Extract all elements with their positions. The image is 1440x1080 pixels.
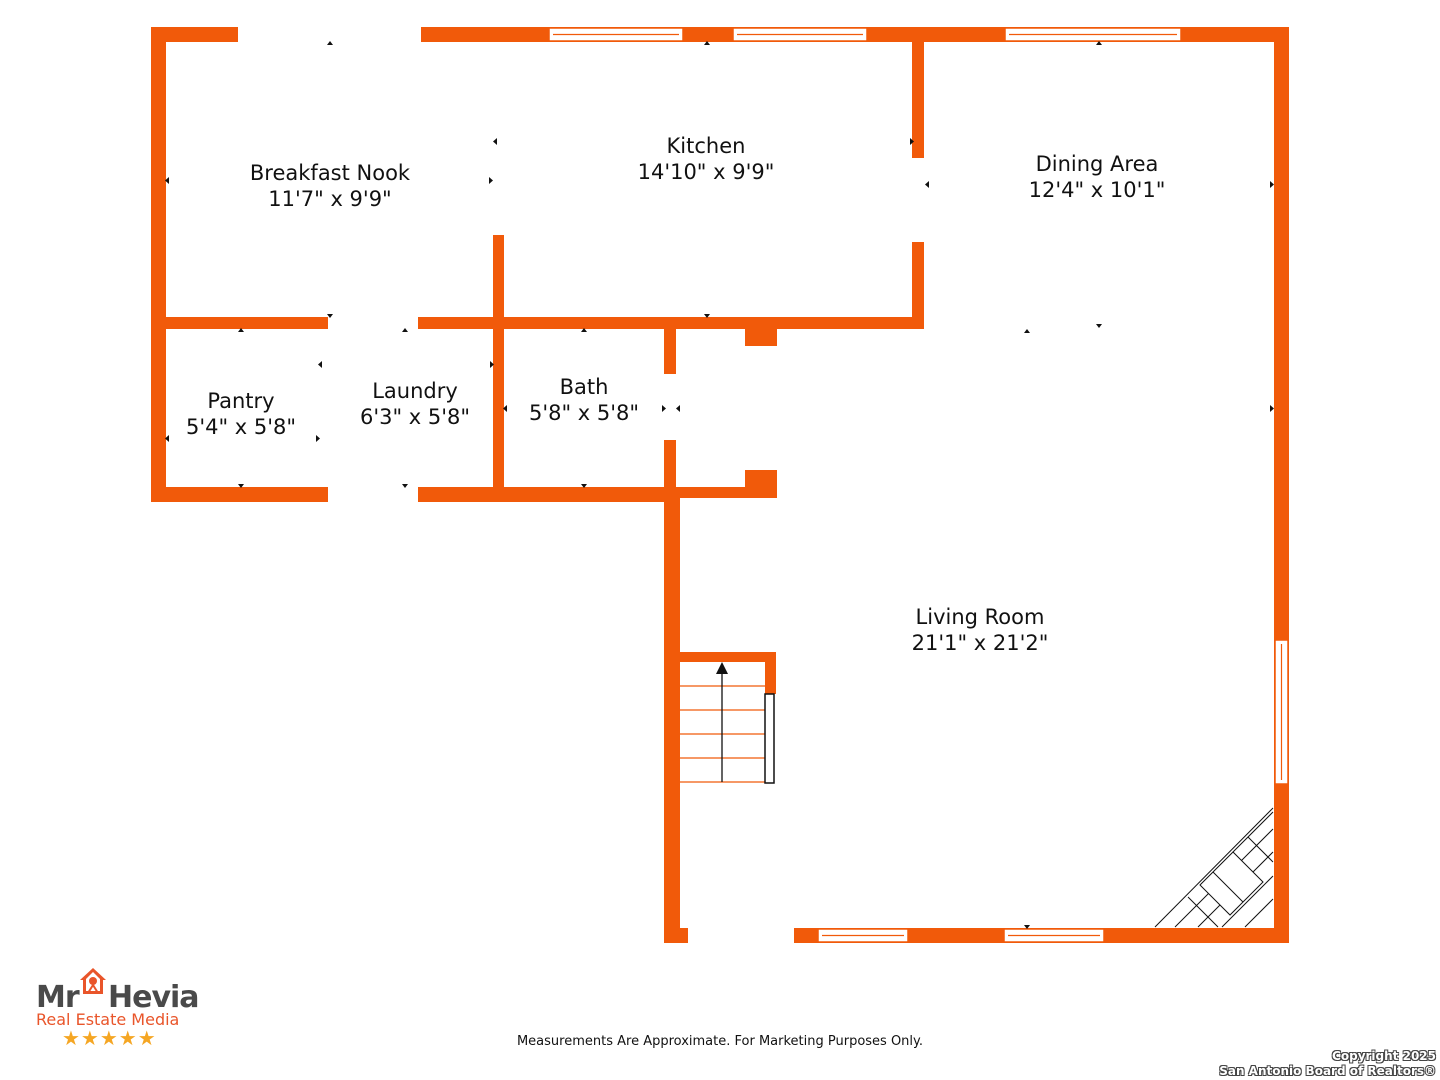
room-dims-pantry: 5'4" x 5'8": [186, 415, 296, 439]
logo-subtitle: Real Estate Media: [36, 1010, 180, 1029]
room-dims-kitchen: 14'10" x 9'9": [638, 160, 775, 184]
room-name-laundry: Laundry: [372, 379, 458, 403]
wall-nook-kitchen: [493, 235, 504, 329]
room-name-living-room: Living Room: [916, 605, 1045, 629]
wall-stair-top: [664, 652, 776, 662]
window-kitchen-1: [548, 27, 684, 42]
door-bath: [663, 374, 677, 440]
room-name-bath: Bath: [560, 375, 609, 399]
door-front: [688, 927, 794, 944]
window-living-bottom-1: [817, 928, 909, 943]
door-top-left: [238, 26, 421, 43]
disclaimer: Measurements Are Approximate. For Market…: [516, 1034, 924, 1049]
windows: [548, 27, 1289, 943]
company-logo: Mr Hevia Real Estate Media ★★★★★: [36, 966, 206, 1050]
room-name-kitchen: Kitchen: [667, 134, 746, 158]
room-name-breakfast-nook: Breakfast Nook: [250, 161, 411, 185]
room-dims-dining-area: 12'4" x 10'1": [1029, 178, 1166, 202]
copyright-line-2: San Antonio Board of Realtors®: [1219, 1064, 1436, 1078]
copyright-notice: Copyright 2025 San Antonio Board of Real…: [1219, 1049, 1436, 1079]
door-kitchen-dining: [911, 158, 925, 242]
logo-text-hevia: Hevia: [108, 980, 200, 1015]
wall-stair-right: [765, 652, 776, 694]
window-living-bottom-2: [1003, 928, 1105, 943]
wall-left: [151, 27, 166, 502]
window-living-right: [1274, 639, 1289, 785]
pillar-upper: [745, 317, 777, 346]
room-labels: Breakfast Nook 11'7" x 9'9" Kitchen 14'1…: [186, 134, 1165, 655]
wall-bath-bottom-ext: [664, 487, 776, 498]
logo-stars: ★★★★★: [62, 1026, 157, 1050]
corner-fireplace: [1154, 807, 1274, 928]
door-laundry-top: [328, 316, 418, 330]
stair-rail: [764, 693, 775, 784]
room-dims-bath: 5'8" x 5'8": [529, 401, 639, 425]
door-openings: [238, 26, 925, 944]
room-dims-laundry: 6'3" x 5'8": [360, 405, 470, 429]
staircase: [680, 662, 775, 784]
window-kitchen-2: [732, 27, 868, 42]
stair-arrow-head: [716, 662, 728, 674]
wall-right: [1274, 27, 1289, 943]
house-camera-icon: [80, 968, 106, 994]
logo-text-mr: Mr: [36, 980, 80, 1015]
wall-laundry-bath: [493, 317, 504, 502]
window-dining: [1004, 27, 1182, 42]
room-name-pantry: Pantry: [207, 389, 274, 413]
door-laundry-bottom: [328, 486, 418, 503]
room-dims-breakfast-nook: 11'7" x 9'9": [268, 187, 391, 211]
pillar-lower: [745, 470, 777, 498]
room-name-dining-area: Dining Area: [1036, 152, 1159, 176]
wall-living-left: [664, 487, 680, 943]
room-dims-living-room: 21'1" x 21'2": [912, 631, 1049, 655]
wall-middle-horizontal: [151, 317, 924, 329]
measurement-ticks: [165, 41, 1274, 929]
copyright-line-1: Copyright 2025: [1332, 1049, 1436, 1063]
